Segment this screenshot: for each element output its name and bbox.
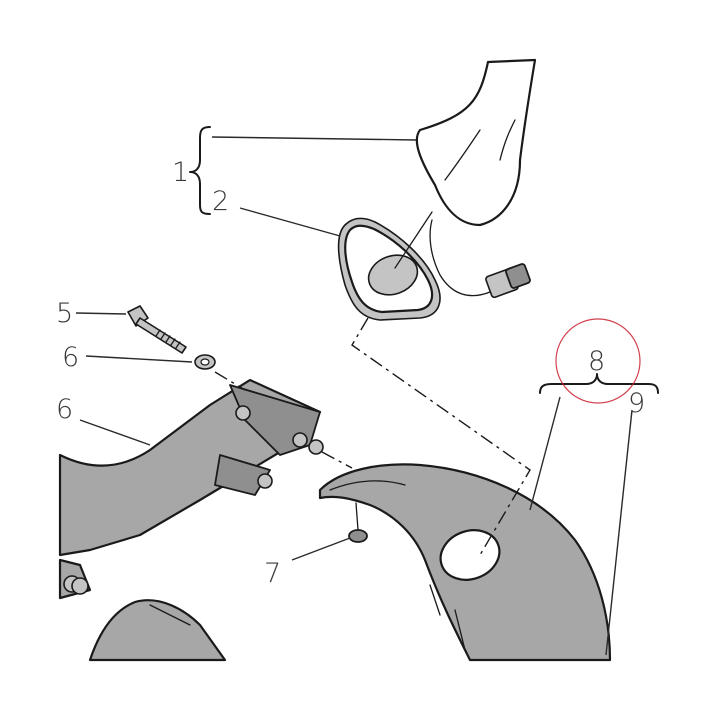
callout-9: 9 bbox=[628, 388, 645, 419]
part-8-main-cover bbox=[318, 463, 612, 662]
callout-1: 1 bbox=[172, 157, 189, 188]
highlight-circle bbox=[555, 318, 641, 404]
connector-plug bbox=[485, 263, 531, 299]
part-2-bezel bbox=[337, 211, 441, 321]
leader-lines bbox=[75, 136, 633, 656]
callout-8: 8 bbox=[588, 346, 605, 377]
callout-2: 2 bbox=[212, 186, 229, 217]
callout-5: 5 bbox=[56, 298, 73, 329]
group-brace-1 bbox=[189, 126, 211, 215]
group-brace-8 bbox=[539, 373, 659, 394]
lower-panel bbox=[88, 599, 227, 662]
callout-7: 7 bbox=[264, 558, 281, 589]
assembly-lines bbox=[214, 317, 531, 556]
part-6-washer bbox=[194, 354, 216, 370]
part-5-bolt bbox=[127, 305, 187, 354]
callout-6-washer: 6 bbox=[62, 342, 79, 373]
part-7-grommet bbox=[348, 502, 368, 543]
part-1-seat-cover bbox=[415, 58, 537, 299]
part-6-bracket bbox=[58, 378, 324, 600]
callout-6-bracket: 6 bbox=[56, 394, 73, 425]
